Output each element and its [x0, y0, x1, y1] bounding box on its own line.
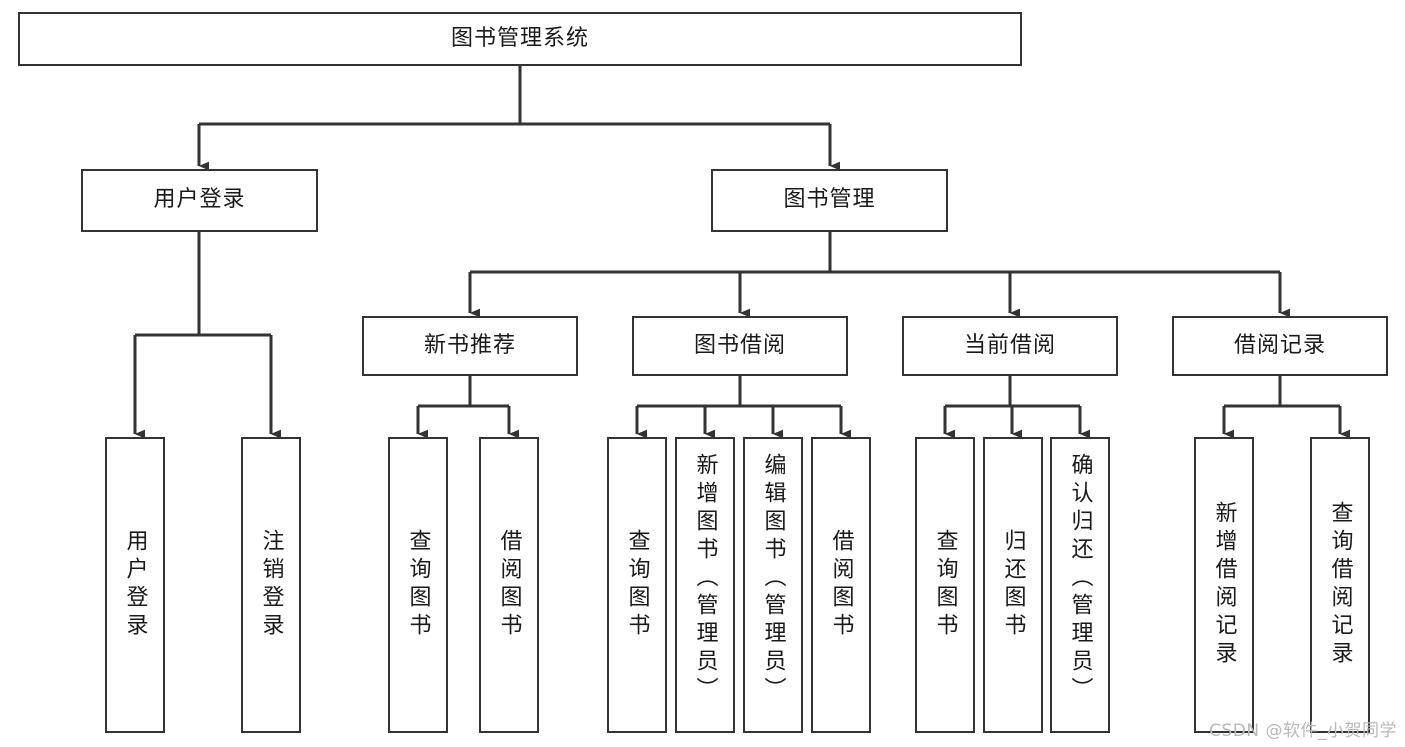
- leaf-current-borrow-return[interactable]: 归还图书: [983, 437, 1043, 733]
- node-book-management[interactable]: 图书管理: [711, 169, 948, 232]
- node-label: 用户登录: [153, 187, 246, 213]
- edge-group-borrow-record: [1222, 376, 1351, 439]
- leaf-book-borrow-edit[interactable]: 编辑图书（管理员）: [743, 437, 803, 733]
- leaf-book-borrow-add[interactable]: 新增图书（管理员）: [675, 437, 735, 733]
- node-label: 图书管理: [783, 187, 876, 213]
- node-label: 新增借阅记录: [1211, 501, 1237, 669]
- edge-group-new-book: [416, 376, 520, 439]
- node-borrow-record[interactable]: 借阅记录: [1172, 316, 1388, 376]
- node-label: 查询图书: [932, 529, 958, 641]
- node-label: 图书管理系统: [450, 25, 589, 51]
- node-label: 借阅图书: [496, 529, 522, 641]
- node-root-system[interactable]: 图书管理系统: [18, 12, 1022, 66]
- node-user-login[interactable]: 用户登录: [81, 169, 318, 232]
- edge-group-book-manage: [468, 232, 1291, 318]
- node-label: 查询图书: [624, 529, 650, 641]
- node-current-borrow[interactable]: 当前借阅: [902, 316, 1118, 376]
- node-label: 新增图书（管理员）: [692, 453, 718, 705]
- node-new-book-recommend[interactable]: 新书推荐: [362, 316, 578, 376]
- leaf-borrow-record-add[interactable]: 新增借阅记录: [1194, 437, 1254, 733]
- node-label: 借阅记录: [1233, 332, 1326, 358]
- node-label: 注销登录: [258, 529, 284, 641]
- edge-group-book-borrow: [635, 376, 852, 439]
- leaf-new-book-borrow[interactable]: 借阅图书: [479, 437, 539, 733]
- leaf-current-borrow-query[interactable]: 查询图书: [915, 437, 975, 733]
- leaf-book-borrow-query[interactable]: 查询图书: [607, 437, 667, 733]
- leaf-borrow-record-query[interactable]: 查询借阅记录: [1310, 437, 1370, 733]
- leaf-current-borrow-confirm[interactable]: 确认归还（管理员）: [1050, 437, 1110, 733]
- node-label: 查询借阅记录: [1327, 501, 1353, 669]
- node-label: 借阅图书: [828, 529, 854, 641]
- node-label: 编辑图书（管理员）: [760, 453, 786, 705]
- node-label: 新书推荐: [423, 332, 516, 358]
- node-book-borrow[interactable]: 图书借阅: [632, 316, 848, 376]
- edge-group-current-borrow: [943, 376, 1091, 439]
- leaf-new-book-query[interactable]: 查询图书: [388, 437, 448, 733]
- node-label: 归还图书: [1000, 529, 1026, 641]
- node-label: 用户登录: [122, 529, 148, 641]
- node-label: 确认归还（管理员）: [1067, 453, 1093, 705]
- node-label: 查询图书: [405, 529, 431, 641]
- node-label: 图书借阅: [693, 332, 786, 358]
- leaf-user-login-logout[interactable]: 注销登录: [241, 437, 301, 733]
- node-label: 当前借阅: [963, 332, 1056, 358]
- edge-group-user-login: [133, 232, 282, 439]
- leaf-user-login-login[interactable]: 用户登录: [105, 437, 165, 733]
- leaf-book-borrow-borrow[interactable]: 借阅图书: [811, 437, 871, 733]
- edge-group-root: [197, 66, 841, 171]
